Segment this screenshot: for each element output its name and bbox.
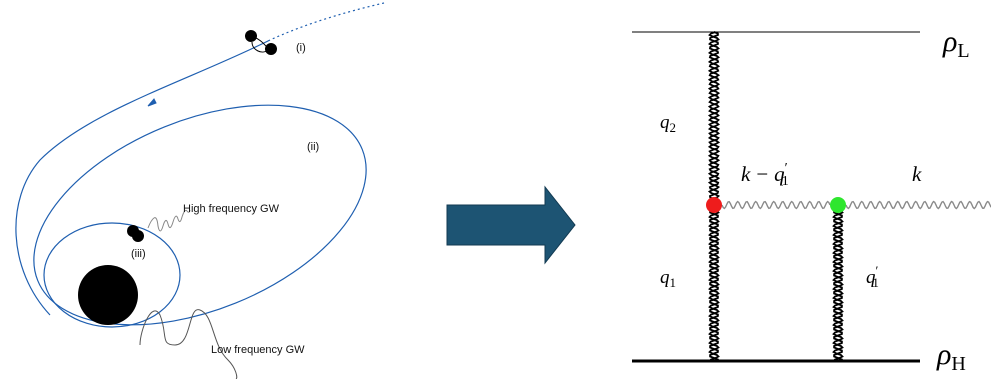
incoming-trajectory-dotted [269,2,385,41]
green-vertex [830,197,846,213]
plunge-trajectory [15,39,271,316]
stage-ii-label: (ii) [307,141,319,153]
q2-label: q2 [660,112,676,135]
orbit-iii-ellipse [43,222,181,328]
inspiral-panel: (i) (ii) (iii) High frequency GW Low fre… [15,2,385,379]
stage-i-label: (i) [296,42,306,54]
rho-L-label: ρL [942,25,970,62]
graviton-propagator-q1-prime [833,204,843,361]
binary-body-b-i [265,43,277,55]
red-vertex [706,197,722,213]
trajectory-arrowhead [147,98,157,107]
feynman-diagram: ρL ρH q2 q1 q′1 k−q′1 k [632,25,991,375]
rho-H-label: ρH [936,338,966,375]
graviton-propagator-q1-strand [708,204,720,362]
black-hole [78,265,138,325]
q1-prime-label: q′1 [866,263,879,290]
stage-iii-label: (iii) [131,248,146,260]
binary-pair-iii [127,225,144,242]
graviton-propagator-q1-prime-strand [832,204,844,362]
q1-label: q1 [660,267,676,290]
graviton-propagator-q2-strand [707,31,721,206]
binary-body-a-i [245,30,257,42]
binary-pair-i [245,30,277,55]
low-frequency-gw-label: Low frequency GW [211,344,305,356]
binary-body-b-iii [132,230,144,242]
right-arrow-icon [446,185,576,265]
low-frequency-gw-wave [139,309,238,379]
emitted-wave-k-minus-q1-prime [721,200,831,210]
high-frequency-gw-label: High frequency GW [183,203,280,215]
k-minus-q1-prime-label: k−q′1 [741,161,789,189]
orbit-ii-ellipse [33,104,367,326]
k-label: k [912,162,922,186]
high-frequency-gw-wave [147,209,191,232]
emitted-wave-k [845,200,991,210]
graviton-propagator-q1 [709,204,719,361]
